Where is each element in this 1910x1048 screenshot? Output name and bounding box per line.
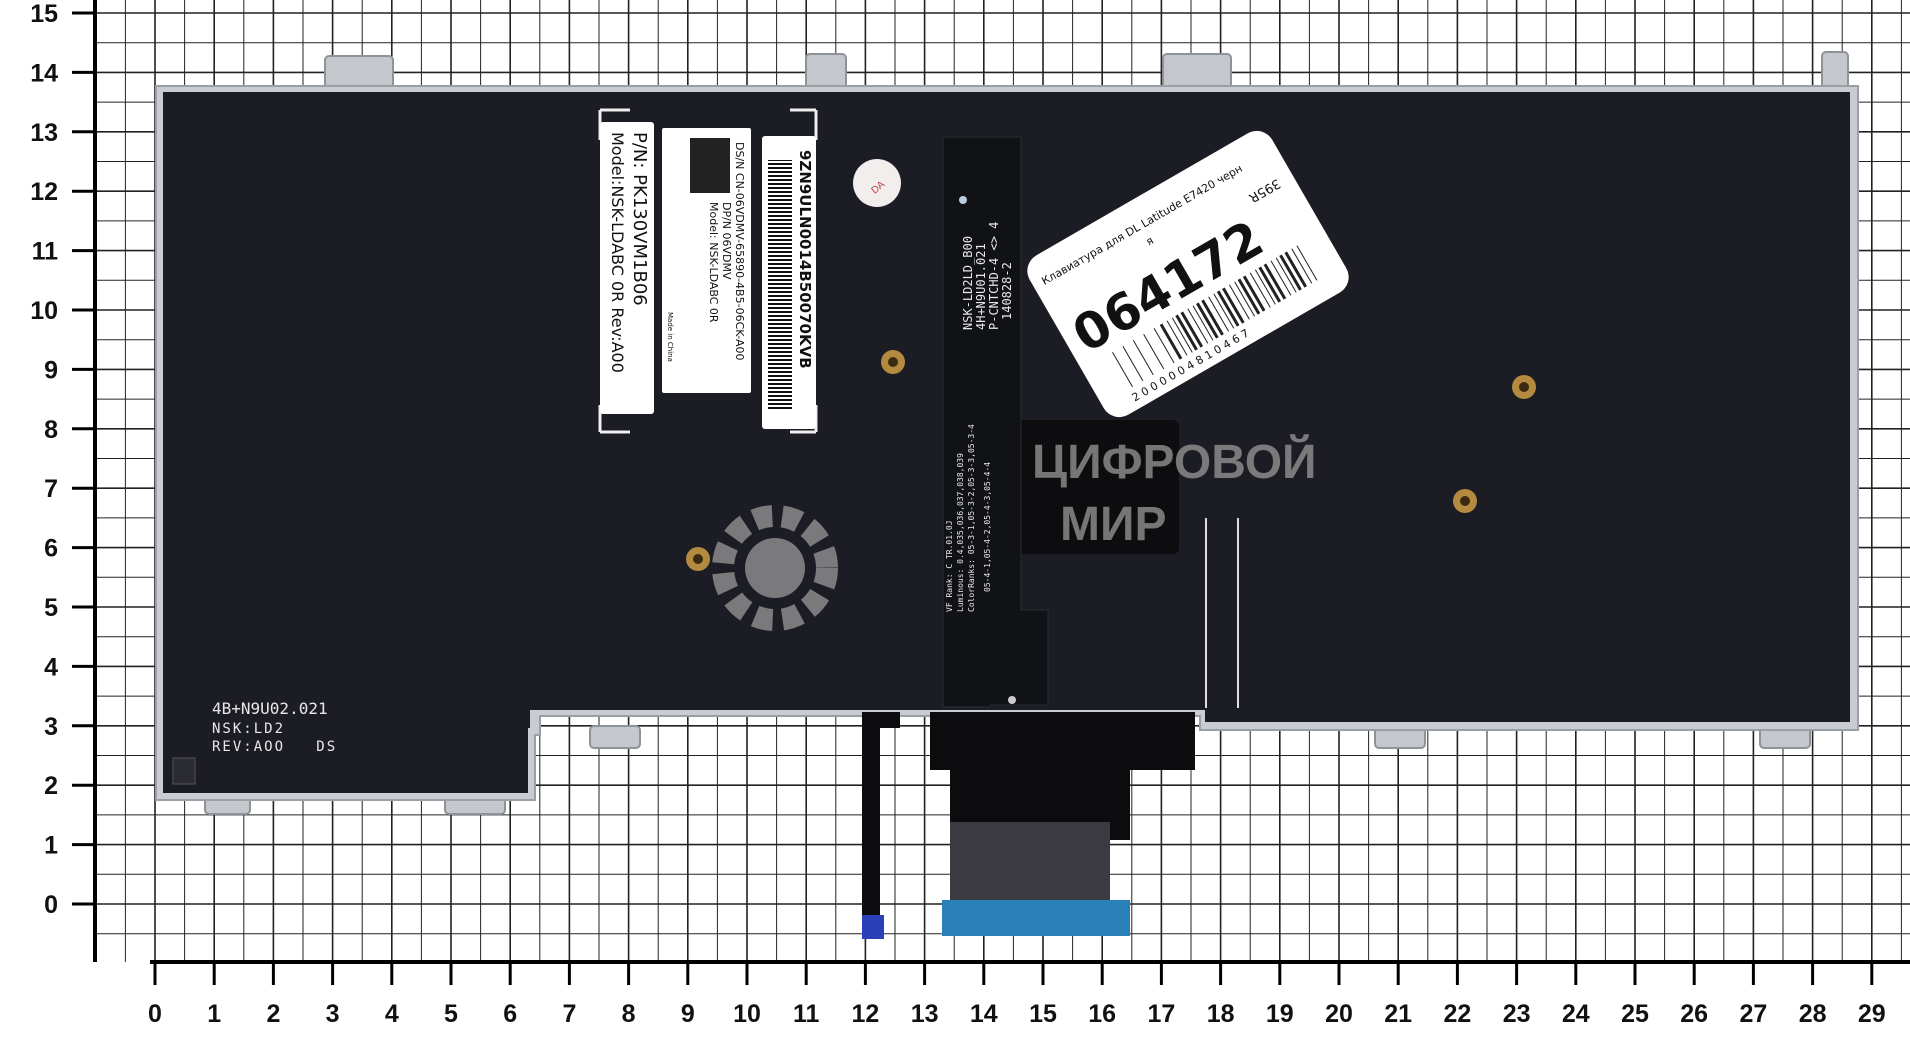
- x-tick-label: 15: [1029, 1000, 1057, 1028]
- insulation-pad: [1001, 420, 1179, 554]
- ribbon-cable: [942, 136, 1049, 708]
- y-tick-label: 0: [44, 891, 58, 919]
- y-tick-label: 14: [30, 59, 58, 87]
- y-tick-label: 6: [44, 535, 58, 563]
- x-tick-label: 10: [733, 1000, 761, 1028]
- x-tick-label: 0: [148, 1000, 162, 1028]
- backlight-cable: [862, 712, 900, 920]
- ds-number: DS/N CN-06VDMV-65890-4B5-06CK-A00: [733, 142, 746, 361]
- plate-text-1: 4B+N9U02.021: [212, 699, 328, 718]
- serial-barcode: [768, 160, 792, 409]
- qr-code: [690, 138, 730, 193]
- plate-text-2: NSK:LD2: [212, 721, 285, 737]
- screws: [686, 350, 1536, 571]
- y-tick-label: 7: [44, 475, 58, 503]
- watermark-line-2: МИР: [1060, 498, 1167, 551]
- dell-label: [662, 128, 751, 393]
- x-tick-label: 8: [622, 1000, 636, 1028]
- y-tick-label: 2: [44, 772, 58, 800]
- x-tick-label: 17: [1147, 1000, 1175, 1028]
- made-in: Made in China: [666, 312, 674, 362]
- x-tick-label: 11: [793, 1000, 820, 1028]
- x-tick-label: 13: [911, 1000, 939, 1028]
- x-tick-label: 4: [385, 1000, 399, 1028]
- keyboard: P/N: PK130VM1B06 Model:NSK-LDABC 0R Rev:…: [155, 51, 1859, 939]
- corner-pad: [172, 757, 196, 785]
- x-tick-label: 19: [1266, 1000, 1294, 1028]
- y-tick-label: 5: [44, 594, 58, 622]
- serial-number: 9ZN9ULN0014B50070KVB: [796, 150, 814, 369]
- model-label: Model:NSK-LDABC 0R Rev:A00: [608, 132, 627, 373]
- cable-rank-2: Luminous: 0.4,035,036,037,038,039: [956, 453, 965, 612]
- watermark: ЦИФРОВОЙ МИР: [712, 434, 1317, 631]
- cable-rank-3: ColorRanks: 05-3-1,05-3-2,05-3-3,05-3-4: [967, 424, 976, 612]
- cable-contacts: [950, 822, 1110, 902]
- watermark-line-1: ЦИФРОВОЙ: [1032, 434, 1317, 489]
- x-tick-label: 2: [266, 1000, 280, 1028]
- connector: [942, 900, 1130, 936]
- y-tick-label: 11: [32, 238, 59, 266]
- x-tick-label: 18: [1207, 1000, 1235, 1028]
- y-tick-label: 1: [44, 832, 58, 860]
- dp-number: DP/N 06VDMV: [720, 202, 733, 280]
- y-tick-label: 10: [30, 297, 58, 325]
- cable-flex: [930, 712, 1195, 840]
- y-tick-label: 12: [30, 178, 58, 206]
- x-tick-label: 22: [1443, 1000, 1471, 1028]
- dell-model: Model: NSK-LDABC 0R: [707, 202, 720, 323]
- y-tick-label: 8: [44, 416, 58, 444]
- cable-text-1: NSK-LD2LD_B00: [961, 236, 975, 330]
- y-tick-label: 3: [44, 713, 58, 741]
- cable-rank-4: 05-4-1,05-4-2,05-4-3,05-4-4: [983, 462, 992, 592]
- x-tick-label: 23: [1503, 1000, 1531, 1028]
- backlight-connector: [862, 915, 884, 939]
- x-tick-label: 29: [1858, 1000, 1886, 1028]
- x-tick-label: 14: [970, 1000, 998, 1028]
- price-tag: Клавиатура для DL Latitude E7420 черн я …: [1027, 130, 1349, 418]
- x-tick-label: 26: [1680, 1000, 1708, 1028]
- x-tick-label: 9: [681, 1000, 695, 1028]
- x-tick-label: 27: [1739, 1000, 1767, 1028]
- y-tick-label: 4: [44, 653, 58, 681]
- cable-rank-1: VF Rank: C TR.01.0J: [945, 520, 954, 612]
- cable-text-4: 140828-2: [1000, 262, 1014, 320]
- x-tick-label: 16: [1088, 1000, 1116, 1028]
- x-tick-label: 7: [562, 1000, 576, 1028]
- x-tick-label: 3: [326, 1000, 340, 1028]
- x-tick-label: 25: [1621, 1000, 1649, 1028]
- cable-text-3: P-CNTCHD-4 <> 4: [987, 222, 1001, 330]
- x-tick-label: 12: [851, 1000, 879, 1028]
- y-tick-label: 15: [30, 0, 58, 28]
- x-tick-label: 20: [1325, 1000, 1353, 1028]
- y-tick-label: 13: [30, 119, 58, 147]
- x-tick-label: 5: [444, 1000, 458, 1028]
- plate-text-3: REV:AOO DS: [212, 739, 337, 755]
- part-number-label: [600, 122, 654, 414]
- y-tick-label: 9: [44, 356, 58, 384]
- round-sticker: [853, 159, 901, 207]
- x-tick-label: 21: [1384, 1000, 1412, 1028]
- x-tick-label: 6: [503, 1000, 517, 1028]
- cable-text-2: 4H+N9U01.021: [974, 243, 988, 330]
- x-tick-label: 28: [1799, 1000, 1827, 1028]
- part-number: P/N: PK130VM1B06: [629, 132, 650, 306]
- x-tick-label: 1: [207, 1000, 221, 1028]
- x-tick-label: 24: [1562, 1000, 1590, 1028]
